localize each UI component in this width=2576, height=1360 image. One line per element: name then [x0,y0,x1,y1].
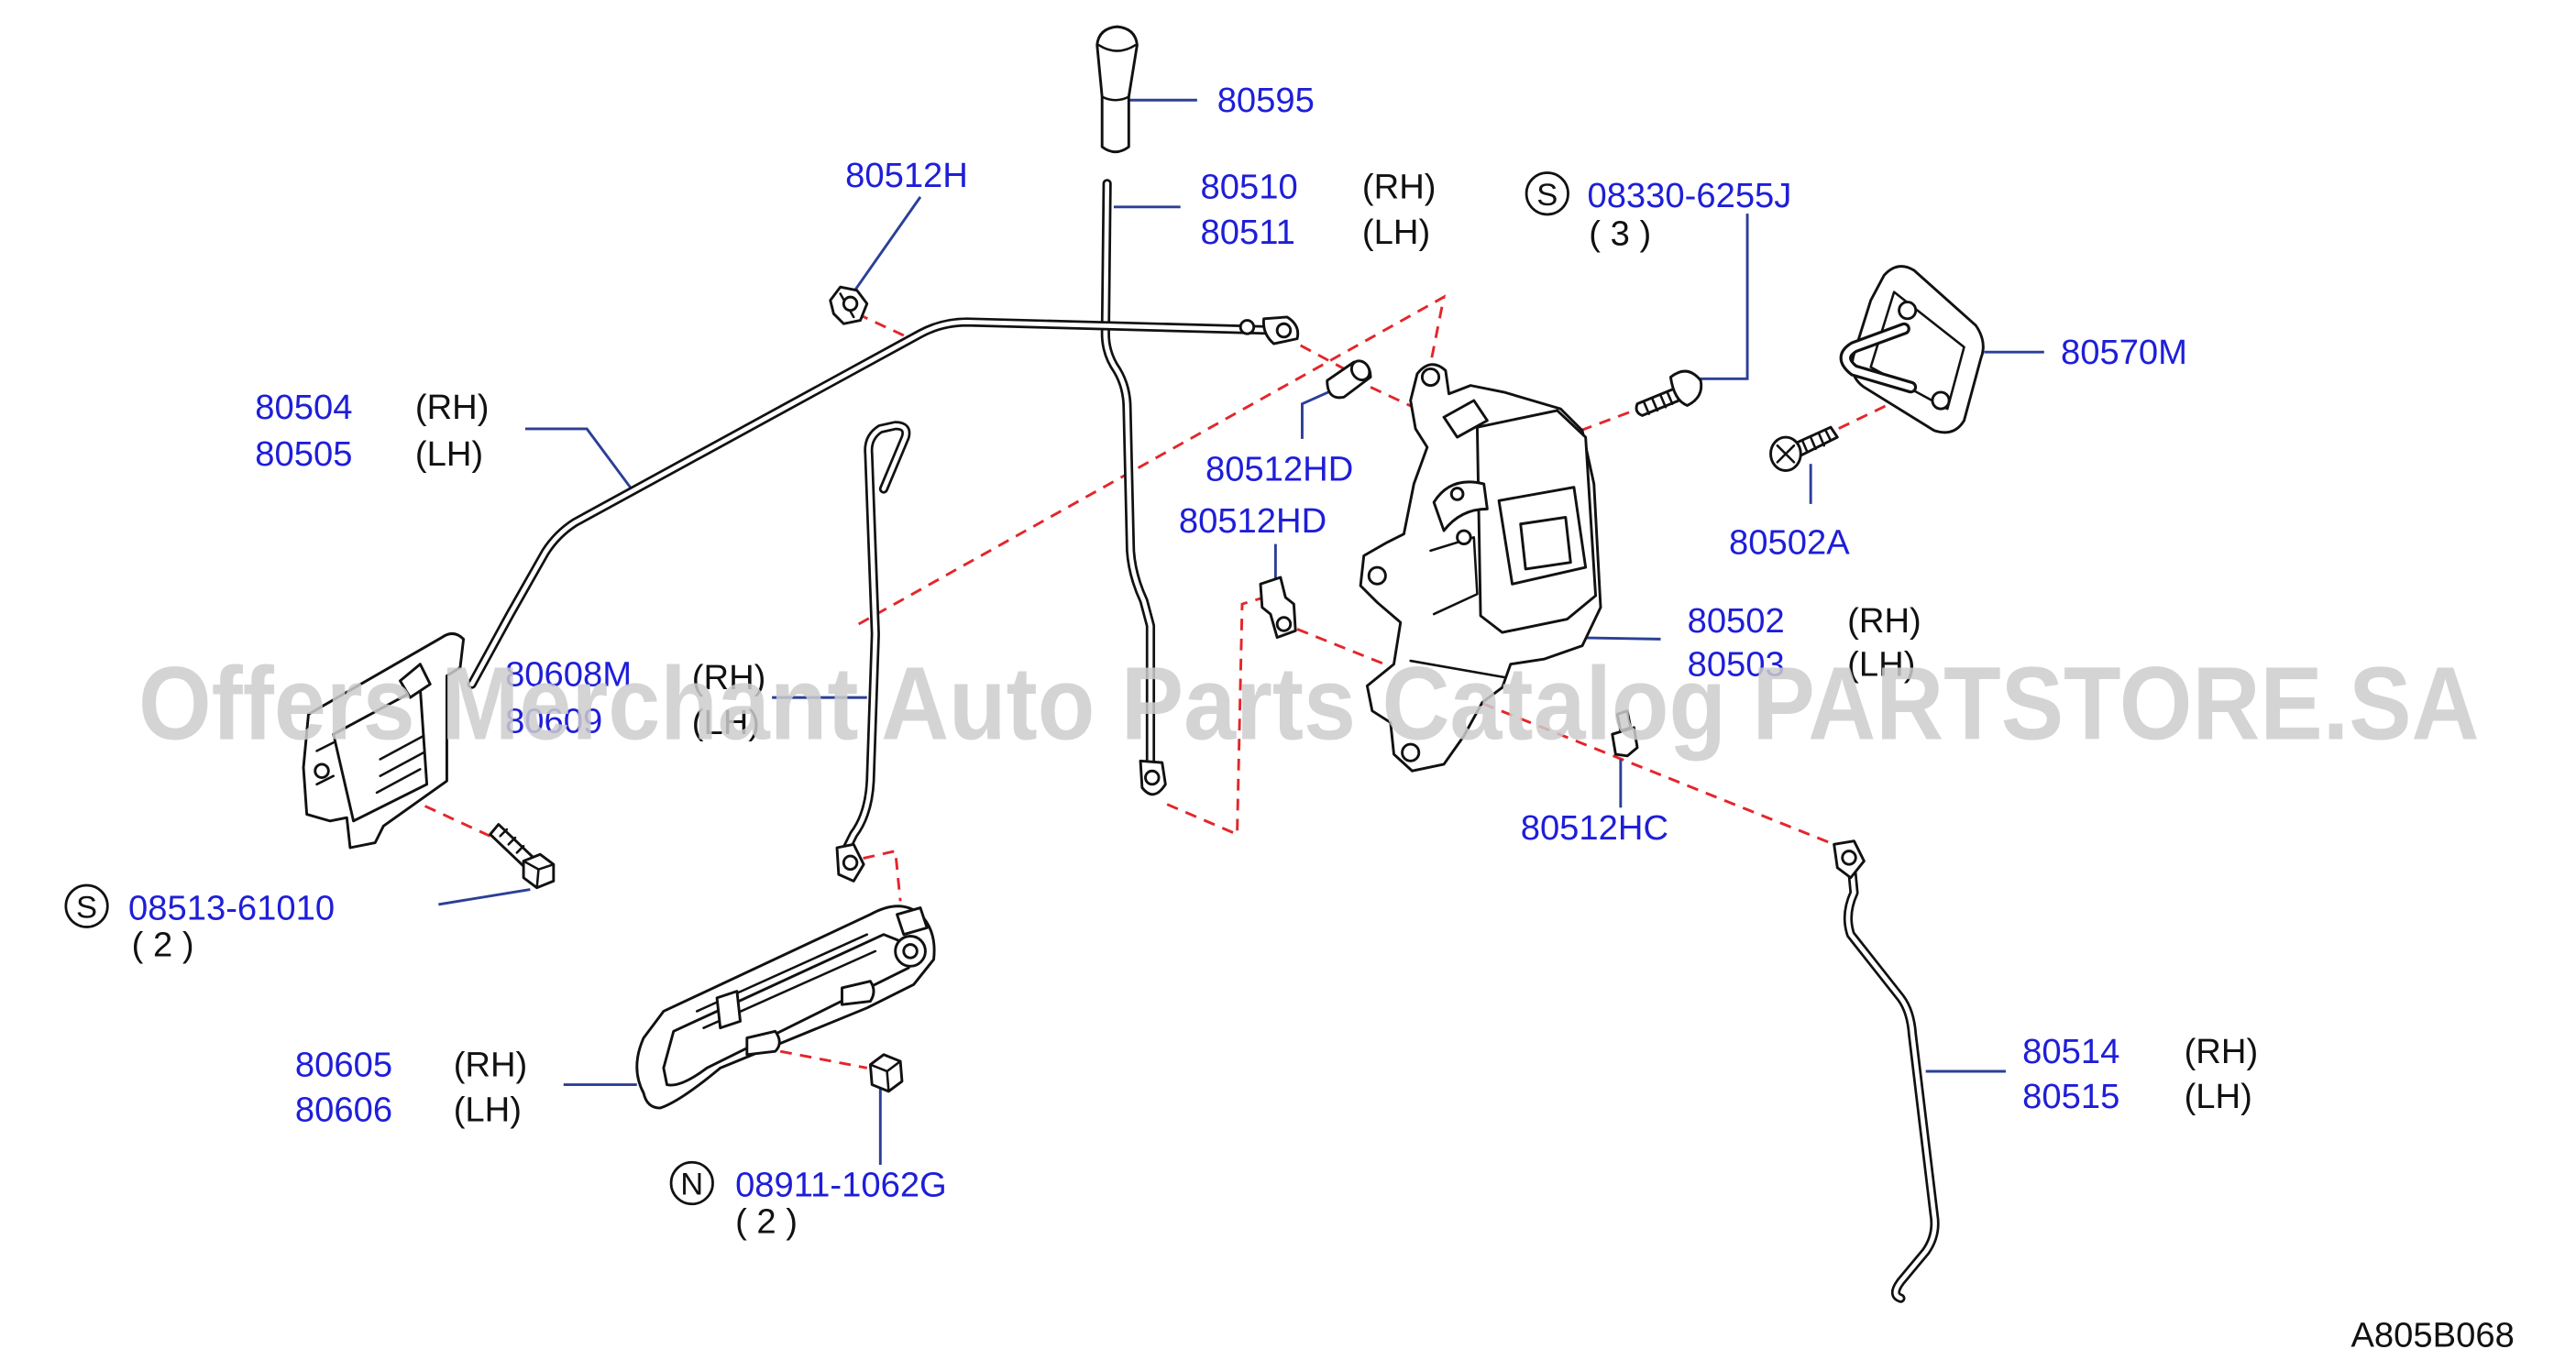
part-number-label: 08330-6255J [1587,176,1791,215]
quantity-label: ( 3 ) [1589,214,1651,254]
part-number-label: 80515 [2022,1077,2119,1116]
leader-lines [438,98,2044,1165]
symbol-letter: S [1536,178,1558,213]
part-number-label: 08911-1062G [735,1166,947,1205]
cut-line-handle-to-bolt [406,796,494,839]
part-80502-door-lock [1359,363,1602,773]
side-label: (RH) [1362,168,1437,207]
side-label: (RH) [2185,1032,2259,1071]
part-80512hc-clip [1611,709,1639,758]
side-label: (RH) [1847,601,1921,641]
part-80570m-striker [1839,265,1985,434]
leader-80512hd-upper [1301,389,1333,439]
quantity-label: ( 2 ) [132,925,194,964]
part-number-label: 80502 [1688,601,1785,641]
part-number-label: 80512HC [1521,808,1668,848]
side-label: (LH) [454,1091,522,1130]
part-80510-knob-rod [1100,179,1167,796]
part-number-label: 80595 [1217,81,1315,120]
part-number-label: 80505 [255,434,352,474]
part-number-label: 80510 [1201,168,1298,207]
side-label: (LH) [692,703,760,742]
cut-line-inner-rod-to-lock [857,294,1447,626]
standard-part-symbol: S [1525,171,1569,216]
side-label: (RH) [454,1045,528,1084]
part-80514-lock-rod [1833,839,1940,1303]
side-label: (LH) [2185,1077,2252,1116]
diagram-code: A805B068 [2350,1315,2514,1355]
part-80502a-screw [1769,425,1839,472]
part-80608m-inside-handle [302,632,466,850]
part-80504-inside-handle-rod [467,315,1300,689]
part-80595-lock-knob [1095,25,1139,154]
part-number-label: 80609 [505,701,602,740]
part-number-label: 80608M [505,654,632,694]
side-label: (RH) [692,658,766,697]
cut-line-clip-to-rod [856,313,905,337]
part-number-label: 80606 [295,1091,392,1130]
side-label: (RH) [415,388,490,427]
part-number-label: 80511 [1201,213,1295,252]
leader-80504 [524,427,632,488]
watermark-text: Offers Merchant Auto Parts Catalog PARTS… [138,646,2480,762]
part-80608m-handle-rod [835,421,911,883]
part-number-label: 80512H [845,156,968,195]
part-number-label: 80514 [2022,1032,2119,1071]
cut-line-lock-to-screw [1580,409,1635,433]
assembly-cut-lines [406,294,1911,1069]
standard-part-symbol: N [669,1160,714,1206]
leader-80512h [853,196,922,293]
part-number-label: 80605 [295,1045,392,1084]
leader-08513-61010 [438,888,531,906]
cut-line-rod-to-outer-handle [842,849,902,902]
cut-line-rod-to-clip-hd [1299,344,1349,372]
part-08911-1062g-nut [868,1053,904,1093]
cut-line-lock-to-rod-80514 [1296,628,1844,850]
part-08330-6255j-screw [1635,369,1703,417]
quantity-label: ( 2 ) [735,1202,798,1242]
cut-line-handle-to-nut [779,1049,868,1069]
parts [302,25,1985,1303]
part-number-label: 80512HD [1205,449,1353,488]
cut-line-knob-rod-zigzag [1166,596,1265,837]
side-label: (LH) [1847,644,1915,684]
side-label: (LH) [415,434,483,474]
part-number-label: 08513-61010 [128,888,335,927]
side-label: (LH) [1362,213,1430,252]
part-number-label: 80502A [1729,523,1850,563]
part-80512hd-lower-clip [1259,576,1297,640]
symbol-letter: N [680,1168,703,1202]
symbol-letter: S [76,890,97,925]
standard-part-symbol: S [64,883,109,928]
part-number-label: 80570M [2061,333,2187,372]
part-80512h-rod-clip [829,285,869,325]
leader-08330-6255j [1683,214,1749,380]
part-08513-61010-bolt [489,823,556,890]
part-number-label: 80503 [1688,644,1785,684]
part-number-label: 80504 [255,388,352,427]
part-80605-outside-handle [635,905,936,1110]
part-number-label: 80512HD [1179,501,1327,541]
part-80512hd-upper-clip [1326,359,1372,400]
callout-labels: 80595 80512H 80510 (RH) 80511 (LH) S 083… [64,81,2515,1355]
